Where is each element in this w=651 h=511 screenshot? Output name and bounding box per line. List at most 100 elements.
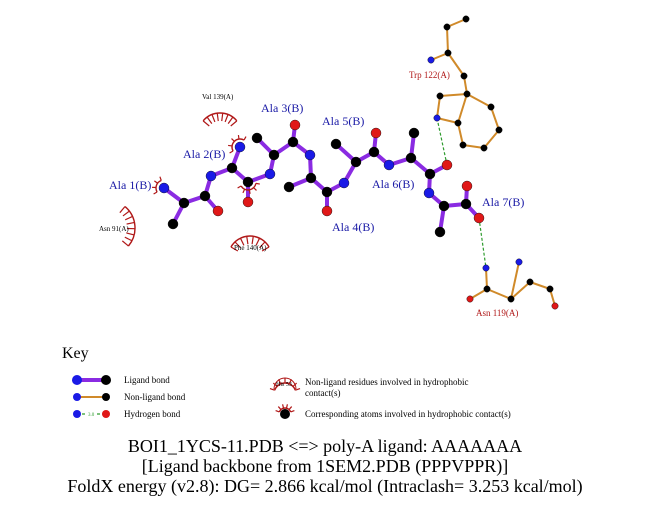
carbon-atom xyxy=(438,200,450,212)
key-non-ligand-bond-n-atom xyxy=(73,393,81,401)
key-hydrophobic-atoms-text: Corresponding atoms involved in hydropho… xyxy=(305,409,511,419)
key-hydrophobic-atom: Corresponding atoms involved in hydropho… xyxy=(275,404,511,419)
phe140-hydrophobic-spoke xyxy=(251,236,254,245)
oxygen-atom xyxy=(212,205,224,217)
carbon-atom xyxy=(287,136,299,148)
carbon-atom xyxy=(350,156,362,168)
non-ligand-bond xyxy=(510,281,531,300)
key-hydrogen-bond-text: Hydrogen bond xyxy=(124,409,181,419)
key-hbond-distance: 3.0 xyxy=(88,413,95,418)
key-ligand-bond: Ligand bond xyxy=(72,375,170,385)
asn91-hydrophobic-arc xyxy=(124,206,136,247)
nitrogen-atom xyxy=(158,182,170,194)
carbon-atom xyxy=(443,23,451,31)
atom-contact-ala1-spoke xyxy=(153,191,158,195)
non-ligand-bond xyxy=(529,281,551,290)
key-residue-spoke xyxy=(292,382,298,387)
oxygen-atom xyxy=(242,196,254,208)
non-ligand-bond xyxy=(436,95,441,119)
val139-hydrophobic-spoke xyxy=(211,114,216,123)
atom-contact-ala2-spoke xyxy=(229,150,234,154)
nitrogen-atom xyxy=(427,56,435,64)
carbon-atom xyxy=(405,152,417,164)
atom-contact-ala1-spoke xyxy=(159,176,162,181)
oxygen-atom xyxy=(321,205,333,217)
phe140-hydrophobic-spoke xyxy=(230,246,239,252)
non-ligand-bond xyxy=(446,18,467,28)
label-asn119: Asn 119(A) xyxy=(476,308,518,318)
atoms xyxy=(158,15,559,310)
non-ligand-bond xyxy=(436,117,459,124)
label-ala1: Ala 1(B) xyxy=(109,178,151,192)
nitrogen-atom xyxy=(482,264,490,272)
hydrogen-bond xyxy=(436,117,448,166)
key-atom-spoke xyxy=(290,410,295,413)
nitrogen-atom xyxy=(264,168,276,180)
oxygen-atom xyxy=(466,295,474,303)
atom-contact-ala2-spoke xyxy=(231,138,235,142)
key-hbond-n-atom xyxy=(73,410,81,418)
carbon-atom xyxy=(199,190,211,202)
carbon-atom xyxy=(305,172,317,184)
carbon-atom xyxy=(251,132,263,144)
label-ala3: Ala 3(B) xyxy=(261,101,303,115)
carbon-atom xyxy=(321,186,333,198)
non-ligand-bond xyxy=(486,288,512,300)
label-ala4: Ala 4(B) xyxy=(332,220,374,234)
key-hydrophobic-residue: His 53 Non-ligand residues involved in h… xyxy=(269,377,468,398)
carbon-atom xyxy=(242,176,254,188)
nitrogen-atom xyxy=(304,149,316,161)
carbon-atom xyxy=(226,162,238,174)
caption-line-1: BOI1_1YCS-11.PDB <=> poly-A ligand: AAAA… xyxy=(128,436,522,456)
atom-contact-ala1-spoke xyxy=(154,180,158,184)
val139-hydrophobic-spoke xyxy=(227,116,234,124)
carbon-atom xyxy=(507,295,515,303)
carbon-atom xyxy=(487,103,495,111)
label-ala2: Ala 2(B) xyxy=(183,147,225,161)
asn91-hydrophobic-spoke xyxy=(126,221,135,225)
key-hydrogen-bond: 3.0 Hydrogen bond xyxy=(73,409,181,419)
hydrophobic-arcs xyxy=(119,112,270,252)
non-ligand-bond xyxy=(457,122,464,146)
non-ligand-bond xyxy=(446,26,449,54)
carbon-atom xyxy=(167,218,179,230)
carbon-atom xyxy=(283,181,295,193)
asn91-hydrophobic-spoke xyxy=(124,236,133,242)
asn91-hydrophobic-spoke xyxy=(121,240,129,247)
key-atom-spoke xyxy=(281,404,285,409)
key-legend: Key Ligand bond Non-ligand bond 3.0 Hydr… xyxy=(62,345,511,419)
non-ligand-bond xyxy=(457,93,468,124)
phe140-hydrophobic-arc xyxy=(230,235,270,248)
key-atom-spoke xyxy=(275,410,280,413)
key-residue-spoke xyxy=(269,387,275,391)
phe140-hydrophobic-spoke xyxy=(246,236,249,245)
key-ligand-bond-n-atom xyxy=(72,375,82,385)
carbon-atom xyxy=(495,126,503,134)
key-atom-arc xyxy=(278,407,292,413)
key-atom-spoke xyxy=(285,404,289,409)
label-asn91: Asn 91(A) xyxy=(99,225,129,233)
non-ligand-bond xyxy=(510,261,520,300)
non-ligand-bond xyxy=(462,144,485,149)
key-hydrophobic-arc-spokes xyxy=(269,378,301,391)
caption-line-3: FoldX energy (v2.8): DG= 2.866 kcal/mol … xyxy=(67,476,582,497)
carbon-atom xyxy=(330,138,342,150)
carbon-atom xyxy=(460,72,468,80)
atom-contact-ala2-arc xyxy=(231,138,245,152)
key-hydrophobic-atom-circle xyxy=(280,409,290,419)
non-ligand-bond xyxy=(483,129,500,149)
nitrogen-atom xyxy=(338,177,350,189)
asn91-hydrophobic-spoke xyxy=(122,210,130,217)
carbon-atom xyxy=(444,49,452,57)
non-ligand-bond xyxy=(466,93,492,108)
key-non-ligand-bond-c-atom xyxy=(102,393,110,401)
val139-hydrophobic-spoke xyxy=(224,114,229,123)
nitrogen-atom xyxy=(433,114,441,122)
carbon-atom xyxy=(546,285,554,293)
carbon-atom xyxy=(480,144,488,152)
phe140-hydrophobic-spoke xyxy=(239,237,245,246)
carbon-atom xyxy=(424,168,436,180)
key-ligand-bond-text: Ligand bond xyxy=(124,375,170,385)
carbon-atom xyxy=(462,15,470,23)
